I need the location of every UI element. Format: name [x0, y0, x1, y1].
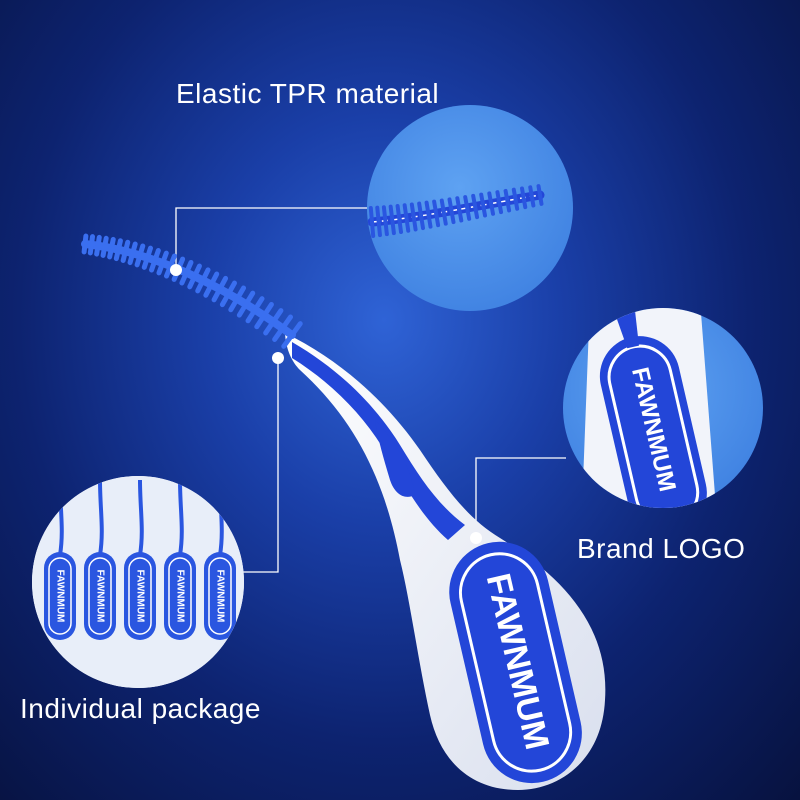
caption-tpr-material: Elastic TPR material: [176, 78, 440, 109]
bristle: [520, 186, 528, 210]
bristle: [503, 188, 512, 213]
callout-brand-logo: FAWNMUM: [563, 308, 763, 508]
bristle: [94, 234, 102, 257]
brush-logo-plate: [449, 541, 582, 784]
package-logo-text: FAWNMUM: [174, 570, 185, 623]
bristle: [211, 275, 229, 303]
bristle: [228, 285, 247, 313]
bristle: [528, 185, 536, 208]
brush-neck-blue: [292, 342, 465, 540]
bristle: [141, 245, 153, 270]
bristle: [495, 190, 504, 215]
bristle: [100, 235, 109, 258]
bristle: [203, 271, 220, 298]
bristle: [272, 314, 294, 342]
bristle: [388, 204, 396, 236]
package-logo-text: FAWNMUM: [54, 570, 65, 623]
bristle: [113, 238, 123, 262]
bristle: [187, 263, 202, 290]
bristle: [479, 192, 488, 218]
brush-handle-slot: [375, 420, 415, 497]
bristle: [536, 184, 544, 206]
bristle: [375, 205, 382, 238]
marker-dot-logo: [470, 532, 482, 544]
marker-dot-package: [272, 352, 284, 364]
bristle: [87, 234, 96, 256]
bristle: [195, 267, 211, 294]
bristle: [409, 202, 418, 232]
caption-brand-logo: Brand LOGO: [577, 533, 746, 564]
bristle: [487, 191, 496, 216]
bristle: [395, 204, 404, 234]
interdental-brush: FAWNMUM: [81, 233, 606, 790]
package-brush: FAWNMUM: [84, 479, 116, 640]
brush-bristles: [81, 233, 303, 349]
bristle: [134, 243, 146, 268]
package-brush: FAWNMUM: [164, 479, 196, 640]
leader-lines: [175, 207, 566, 573]
bristle: [127, 241, 138, 266]
leader-line-logo: [475, 457, 566, 538]
bristle: [149, 248, 161, 273]
bristle: [219, 280, 238, 308]
bristle: [236, 290, 256, 318]
bristle: [120, 239, 131, 263]
bristle: [463, 195, 472, 221]
bristle: [417, 201, 425, 231]
bristle: [179, 259, 194, 286]
bristle: [432, 199, 441, 228]
package-logo-text: FAWNMUM: [94, 570, 105, 623]
leader-line-tpr: [175, 207, 370, 270]
callout-individual-package: FAWNMUM FAWNMUM FAWNMUM FAWNMUM FAWNMUM: [32, 476, 244, 688]
package-logo-text: FAWNMUM: [214, 570, 225, 623]
bristle: [81, 233, 89, 255]
bristle: [254, 301, 274, 330]
bristle: [281, 321, 303, 349]
bristle: [511, 187, 520, 211]
package-brush: FAWNMUM: [44, 479, 76, 640]
callout-tpr-material: [367, 105, 573, 311]
bristle: [424, 200, 433, 229]
bristle: [368, 206, 376, 238]
bristle: [107, 236, 116, 260]
package-brush: FAWNMUM: [124, 479, 156, 640]
marker-dot-tpr: [170, 264, 182, 276]
bristle: [455, 196, 464, 223]
bristle: [471, 193, 480, 220]
package-logo-text: FAWNMUM: [134, 570, 145, 623]
bristle: [163, 253, 177, 279]
leader-line-package: [236, 358, 279, 573]
bristle: [245, 296, 265, 324]
bristle: [381, 205, 389, 237]
bristle: [402, 203, 411, 233]
bristle: [156, 250, 169, 276]
bristle: [263, 308, 284, 336]
bristle: [439, 198, 448, 226]
bristle: [447, 197, 456, 225]
caption-individual-package: Individual package: [20, 693, 261, 724]
